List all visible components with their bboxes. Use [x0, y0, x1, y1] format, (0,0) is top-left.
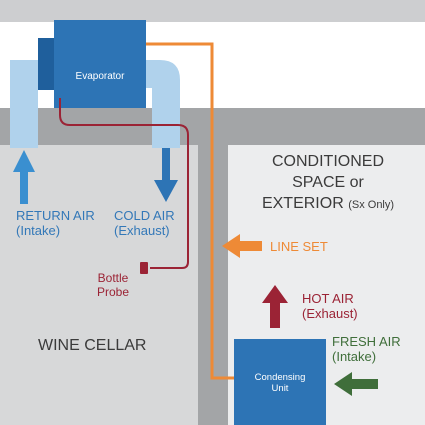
line-set-pipe: [146, 42, 234, 380]
cold-air-subtitle: (Exhaust): [114, 223, 170, 239]
condensing-line1: Condensing: [254, 372, 306, 383]
return-air-label: RETURN AIR (Intake): [16, 208, 95, 239]
bottle-probe-label: Bottle Probe: [88, 271, 138, 299]
condensing-unit-label: Condensing Unit: [234, 372, 326, 394]
conditioned-line1: CONDITIONED: [272, 153, 384, 170]
cold-air-label: COLD AIR (Exhaust): [114, 208, 175, 239]
bottle-probe-wire: [59, 98, 189, 269]
top-band: [0, 0, 425, 22]
bottle-probe-line1: Bottle: [97, 271, 129, 285]
bottle-probe-line2: Probe: [96, 285, 130, 300]
cold-air-arrow-icon: [154, 148, 178, 202]
hot-air-subtitle: (Exhaust): [302, 306, 358, 322]
fresh-air-subtitle: (Intake): [332, 349, 377, 365]
conditioned-line3: EXTERIOR (Sx Only): [238, 194, 418, 215]
cold-air-title: COLD AIR: [114, 208, 175, 223]
conditioned-line2: SPACE or: [292, 173, 364, 191]
fresh-air-label: FRESH AIR (Intake): [332, 334, 401, 365]
conditioned-space-label: CONDITIONED SPACE or EXTERIOR (Sx Only): [238, 152, 418, 214]
fresh-air-arrow-icon: [334, 372, 378, 396]
condensing-line2: Unit: [271, 383, 289, 395]
conditioned-exterior: EXTERIOR: [261, 194, 344, 212]
return-air-title: RETURN AIR: [16, 208, 95, 223]
bottle-probe-tip: [140, 262, 148, 274]
hot-air-label: HOT AIR (Exhaust): [302, 291, 358, 322]
line-set-arrow-icon: [222, 234, 262, 258]
line-set-label: LINE SET: [270, 239, 328, 254]
wine-cellar-label: WINE CELLAR: [38, 337, 147, 354]
hot-air-arrow-icon: [262, 285, 288, 328]
return-air-subtitle: (Intake): [16, 223, 61, 239]
condensing-unit-body: [234, 339, 326, 425]
return-air-arrow-icon: [13, 150, 35, 204]
evaporator-body: [54, 20, 146, 108]
hot-air-title: HOT AIR: [302, 291, 354, 306]
evaporator-label: Evaporator: [75, 71, 125, 82]
fresh-air-title: FRESH AIR: [332, 334, 401, 349]
conditioned-note: (Sx Only): [348, 198, 395, 211]
